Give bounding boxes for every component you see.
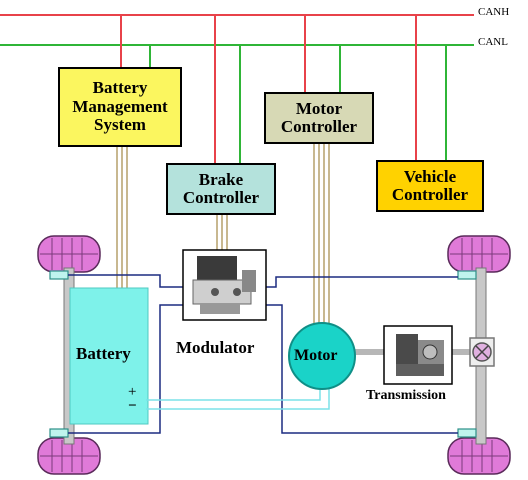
motor-circle (288, 322, 356, 390)
transmission-label: Transmission (366, 388, 446, 403)
differential (469, 337, 495, 367)
wire-harnesses (116, 142, 330, 328)
transmission-image (383, 325, 453, 385)
motor-controller-box: Motor Controller (264, 92, 374, 144)
brake-controller-box: Brake Controller (166, 163, 276, 215)
motor-label: Motor (294, 347, 338, 364)
battery-management-system-box: Battery Management System (58, 67, 182, 147)
power-cables (146, 388, 330, 410)
brake-lines (68, 274, 458, 434)
battery-positive-terminal: + (128, 384, 137, 400)
canl-label: CANL (478, 36, 508, 48)
battery-negative-terminal: − (128, 398, 137, 414)
wheel-front-right (447, 235, 511, 273)
can-drop-lines (120, 15, 447, 163)
battery-body (69, 287, 149, 425)
battery-label: Battery (76, 344, 131, 363)
canh-label: CANH (478, 6, 510, 18)
modulator-image (182, 249, 267, 321)
modulator-label: Modulator (176, 338, 255, 357)
vehicle-controller-box: Vehicle Controller (376, 160, 484, 212)
wheel-front-left (37, 235, 101, 273)
